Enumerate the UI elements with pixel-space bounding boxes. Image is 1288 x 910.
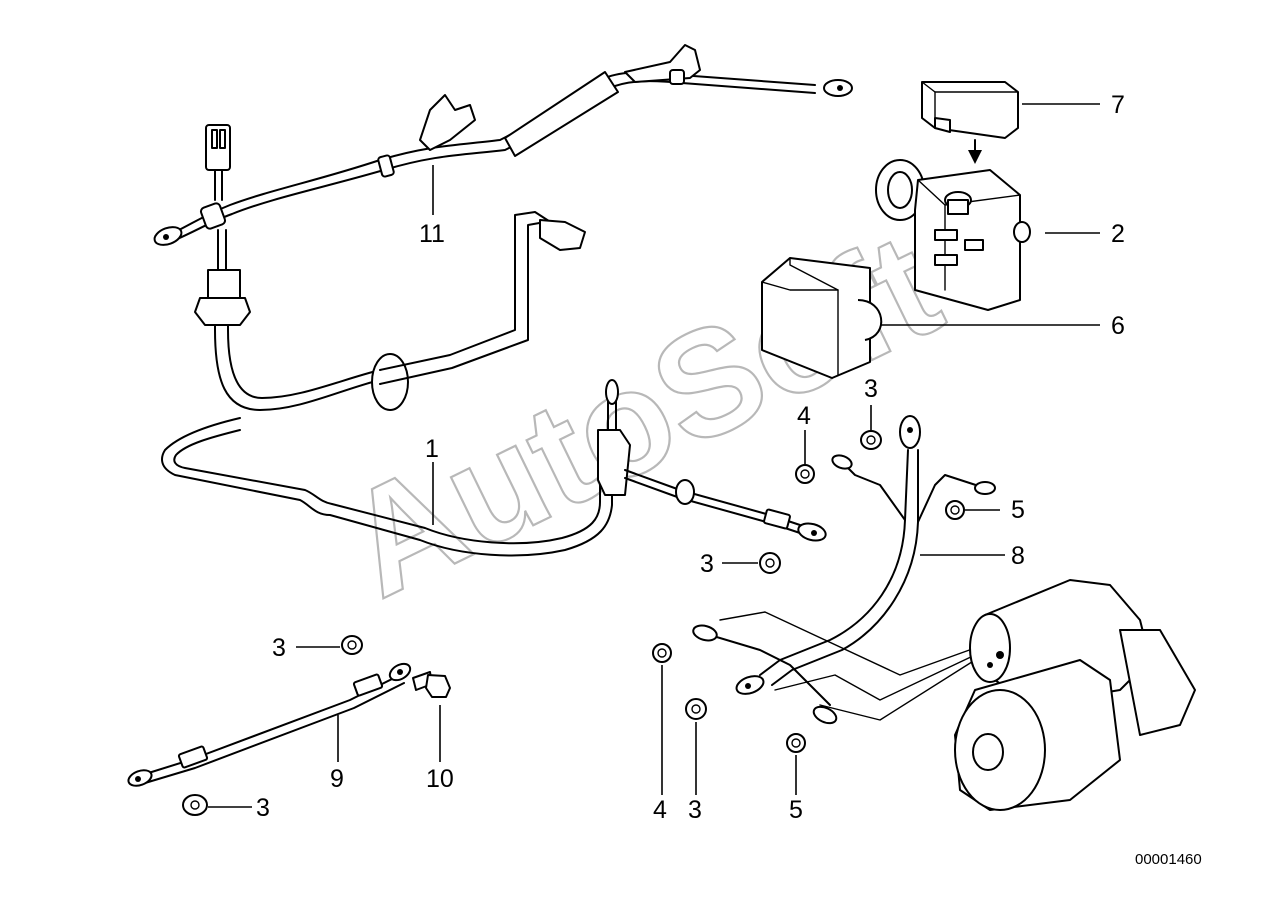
nut-3-top [860,430,882,450]
callout-labels: 7 2 6 11 1 3 4 5 8 3 3 9 10 3 4 3 5 [256,91,1125,824]
callout-3-left: 3 [272,634,286,662]
callout-1: 1 [425,435,439,463]
starter-motor [954,579,1196,811]
nut-5-right [945,500,965,520]
callout-6: 6 [1111,312,1125,340]
relay-holder-part-2 [875,159,1031,311]
nut-3-left [341,635,363,655]
callout-3-mid: 3 [700,550,714,578]
watermark: AutoSoft [320,200,963,629]
cover-part-6 [761,257,883,379]
callout-7: 7 [1111,91,1125,119]
callout-8: 8 [1011,542,1025,570]
nut-5-bottom [786,733,806,753]
nuts [182,430,965,816]
callout-4-bottom: 4 [653,796,667,824]
callout-5-bottom: 5 [789,796,803,824]
callout-11: 11 [419,220,445,248]
nut-4-top [795,464,815,484]
callout-9: 9 [330,765,344,793]
nut-3-mid [759,552,781,574]
leader-lines [208,103,1100,808]
bolt-part-10 [412,671,451,698]
nut-3-bottom-left [182,794,208,816]
battery-cable-part-1 [161,211,827,557]
callout-2: 2 [1111,220,1125,248]
callout-3-top: 3 [864,375,878,403]
ground-strap-part-9 [127,662,412,787]
nut-4-bottom [652,643,672,663]
document-number: 00001460 [1135,851,1202,868]
ground-cable-part-8 [692,415,996,725]
cable-harness-part-11 [153,44,853,281]
callout-3-bottom: 3 [688,796,702,824]
callout-5-right: 5 [1011,496,1025,524]
callout-10: 10 [426,765,454,793]
nut-3-bottom [685,698,707,720]
relay-part-7 [921,81,1019,164]
callout-3-bottom-left: 3 [256,794,270,822]
callout-4-top: 4 [797,402,811,430]
